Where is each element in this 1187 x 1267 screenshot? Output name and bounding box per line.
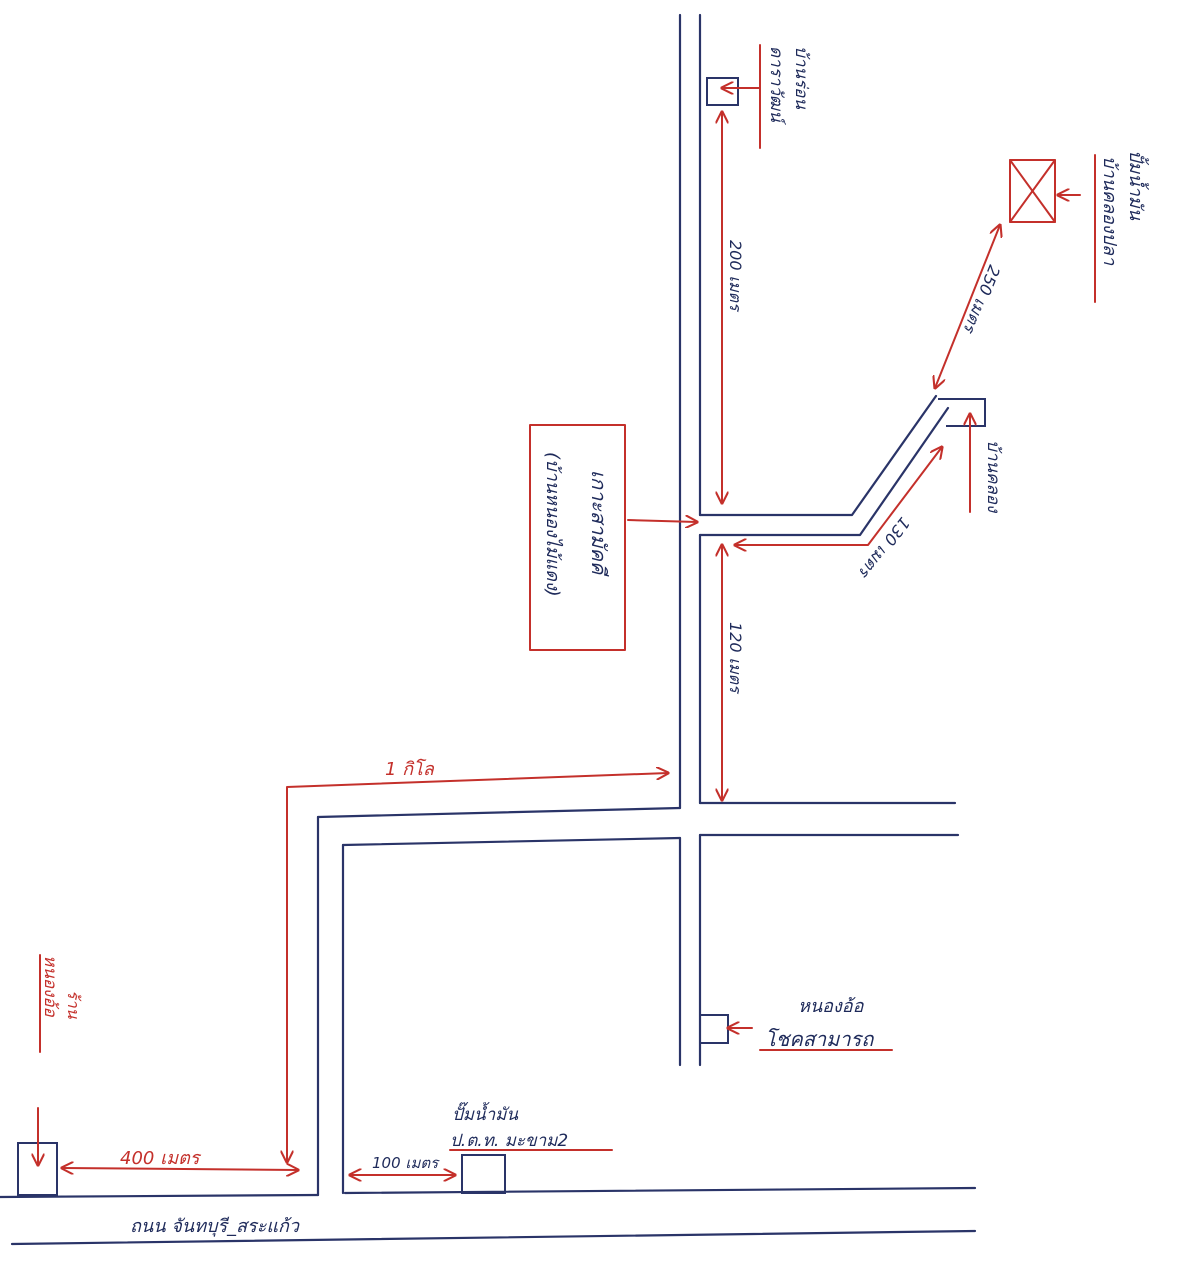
distance-1km-label: 1 กิโล [385, 758, 435, 780]
start-point-name: ร้าน [64, 990, 83, 1020]
highway-name: ถนน จันทบุรี_สระแก้ว [130, 1216, 300, 1237]
ptt-station-name: ป.ต.ท. มะขาม2 [450, 1131, 568, 1151]
distance-250m-arrow [935, 225, 1000, 388]
distance-400m-label: 400 เมตร [120, 1148, 202, 1169]
shop-south-place: หนองอ้อ [798, 996, 865, 1017]
highway-north-edge-east [343, 1186, 977, 1195]
destination-name: เกาะสามัคคี [587, 470, 611, 577]
distance-1km-arrow [287, 773, 668, 1162]
gas-station-north-place: บ้านคลองปลา [1099, 156, 1120, 266]
start-point-place: หนองอ้อ [40, 955, 60, 1018]
highway-north-edge-west [0, 1193, 320, 1199]
top-house-building-icon [706, 77, 739, 106]
ptt-station-type: ปั๊มน้ำมัน [452, 1101, 518, 1125]
distance-100m-label: 100 เมตร [372, 1154, 440, 1172]
gas-station-cross-b [1009, 159, 1056, 223]
destination-label-box [529, 424, 626, 651]
shop-south-building-icon [699, 1014, 729, 1044]
gas-station-north-type: ปั้มน้ำมัน [1125, 150, 1150, 221]
destination-note: (บ้านหนองไม้แดง) [542, 452, 564, 597]
road-network [0, 13, 977, 1246]
top-house-owner: ดาราวัฒน์ [766, 46, 786, 126]
highway-south-edge [10, 1229, 977, 1246]
gas-station-north-crossed-box-icon [1009, 159, 1056, 223]
distance-120m-label: 120 เมตร [726, 622, 745, 695]
shop-south-name: โชคสามารถ [765, 1027, 875, 1051]
ptt-station-building-icon [461, 1154, 506, 1194]
top-house-name: บ้านร่อน [791, 46, 811, 109]
crossroad-west-south-edge [341, 836, 682, 847]
crossroad-west-north-edge [316, 806, 682, 819]
house-east-building-icon [938, 398, 986, 427]
distance-130m-arrow [735, 447, 942, 545]
distance-200m-label: 200 เมตร [726, 240, 745, 313]
annotations [38, 44, 1096, 1175]
destination-pointer-arrow [627, 520, 697, 522]
labels: บ้านร่อน ดาราวัฒน์ ปั้มน้ำมัน บ้านคลองปล… [40, 46, 1150, 1237]
buildings [17, 77, 1056, 1196]
branch-road-north-edge [698, 394, 938, 517]
gas-station-box [1009, 159, 1056, 223]
distance-400m-arrow [62, 1168, 298, 1170]
house-east-name: บ้านคลอง [983, 440, 1003, 514]
